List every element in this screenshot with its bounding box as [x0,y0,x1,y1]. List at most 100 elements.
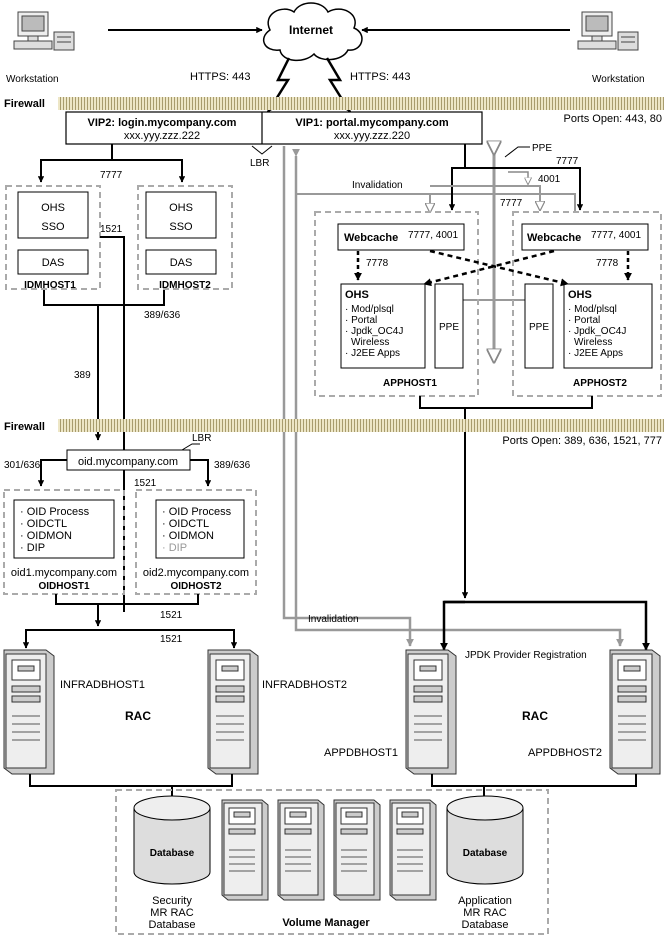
oidhost2-domain: oid2.mycompany.com [143,567,249,579]
apphost2-port-7778: 7778 [596,258,619,269]
jpdk-label: JPDK Provider Registration [465,650,587,661]
apphost1-label: APPHOST1 [383,378,437,389]
oidhost2-item-2: · OIDMON [162,530,214,542]
appdbhost1-label: APPDBHOST1 [324,747,398,759]
firewall-bottom-ports: Ports Open: 389, 636, 1521, 777 [502,435,662,447]
vip1-name: VIP1: portal.mycompany.com [295,117,448,129]
appdbhost2-label: APPDBHOST2 [528,747,602,759]
port-4001: 4001 [538,174,561,185]
apphost1-item-4: · J2EE Apps [345,348,400,359]
apphost1-ohs-label: OHS [345,289,369,301]
infradbhost1-server [3,649,55,775]
workstation-left [13,11,75,51]
apphost1-item-1: · Portal [345,315,377,326]
lbr-top-label: LBR [250,158,269,169]
vip2-ip: xxx.yyy.zzz.222 [124,130,200,142]
port-301-636: 301/636 [4,460,41,471]
apphost1-webcache [337,223,465,251]
apphost1-item-3: Wireless [351,337,389,348]
apphost2-ohs [563,283,653,369]
storage-1 [221,799,269,901]
port-389-636-b: 389/636 [214,460,251,471]
oidhost2-item-3: · DIP [162,542,187,554]
infradbhost2-server [207,649,259,775]
port-7777-mid: 7777 [500,198,523,209]
db-right-label: Database [463,848,508,859]
oid-lb-label: oid.mycompany.com [78,456,178,468]
db-left-cylinder [133,795,211,885]
oidhost2-box [135,489,257,595]
lbr-oid-label: LBR [192,433,211,444]
apphost1-port-7778: 7778 [366,258,389,269]
https-right-label: HTTPS: 443 [350,71,411,83]
idmhost2-label: IDMHOST2 [159,280,211,291]
apphost1-item-2: · Jpdk_OC4J [345,326,403,337]
idmhost2-das: DAS [170,257,193,269]
apphost2-webcache [521,223,649,251]
oidhost1-item-2: · OIDMON [20,530,72,542]
apphost1-webcache-ports: 7777, 4001 [408,230,458,241]
ppe-top-label: PPE [532,143,552,154]
invalidation-top: Invalidation [352,180,403,191]
volume-manager-label: Volume Manager [282,917,370,929]
https-left-label: HTTPS: 443 [190,71,251,83]
vip1-ip: xxx.yyy.zzz.220 [334,130,410,142]
db-right-caption-2: Database [461,919,508,931]
apphost2-item-0: · Mod/plsql [568,304,617,315]
idmhost2-box [137,185,233,290]
oidhost1-domain: oid1.mycompany.com [11,567,117,579]
apphost1-box [314,211,479,397]
db-left-caption-1: MR RAC [150,907,193,919]
workstation-right-label: Workstation [592,74,645,85]
port-1521-b: 1521 [134,478,157,489]
port-389: 389 [74,370,91,381]
rac-left-label: RAC [125,709,151,723]
apphost2-ppe-label: PPE [529,322,549,333]
port-7777-right: 7777 [556,156,579,167]
apphost1-ohs [340,283,426,369]
idmhost1-das: DAS [42,257,65,269]
port-1521-a: 1521 [100,224,123,235]
idmhost2-ohs: OHS [169,202,193,214]
apphost2-item-4: · J2EE Apps [568,348,623,359]
invalidation-bottom: Invalidation [308,614,359,625]
infradbhost1-label: INFRADBHOST1 [60,679,145,691]
rac-right-label: RAC [522,709,548,723]
idmhost2-sso: SSO [169,221,193,233]
apphost2-item-3: Wireless [574,337,612,348]
apphost2-ppe [524,283,554,369]
apphost2-ohs-label: OHS [568,289,592,301]
storage-2 [277,799,325,901]
db-left-caption-2: Database [148,919,195,931]
firewall-top-label: Firewall [4,98,45,110]
apphost2-box [512,211,662,397]
apphost2-item-2: · Jpdk_OC4J [568,326,626,337]
volume-manager-box [115,789,549,935]
oidhost2-item-1: · OIDCTL [162,518,209,530]
vip-box [65,111,483,145]
port-1521-d: 1521 [160,634,183,645]
storage-3 [333,799,381,901]
port-7777-left: 7777 [100,170,123,181]
apphost2-webcache-ports: 7777, 4001 [591,230,641,241]
db-left-caption-0: Security [152,895,192,907]
firewall-top-ports: Ports Open: 443, 80 [564,113,662,125]
apphost1-ppe [434,283,464,369]
oidhost2-label: OIDHOST2 [170,581,222,592]
storage-4 [389,799,437,901]
idmhost1-ohs: OHS [41,202,65,214]
db-right-caption-0: Application [458,895,512,907]
db-right-cylinder [446,795,524,885]
oidhost1-label: OIDHOST1 [38,581,90,592]
firewall-bottom-label: Firewall [4,421,45,433]
firewall-top [58,97,664,110]
appdbhost2-server [609,649,661,775]
oidhost1-item-3: · DIP [20,542,45,554]
apphost1-item-0: · Mod/plsql [345,304,394,315]
port-389-636: 389/636 [144,310,181,321]
db-left-label: Database [150,848,195,859]
internet-cloud: Internet [262,2,363,62]
workstation-right [577,11,639,51]
oidhost1-box [3,489,125,595]
oidhost2-item-0: · OID Process [162,506,232,518]
